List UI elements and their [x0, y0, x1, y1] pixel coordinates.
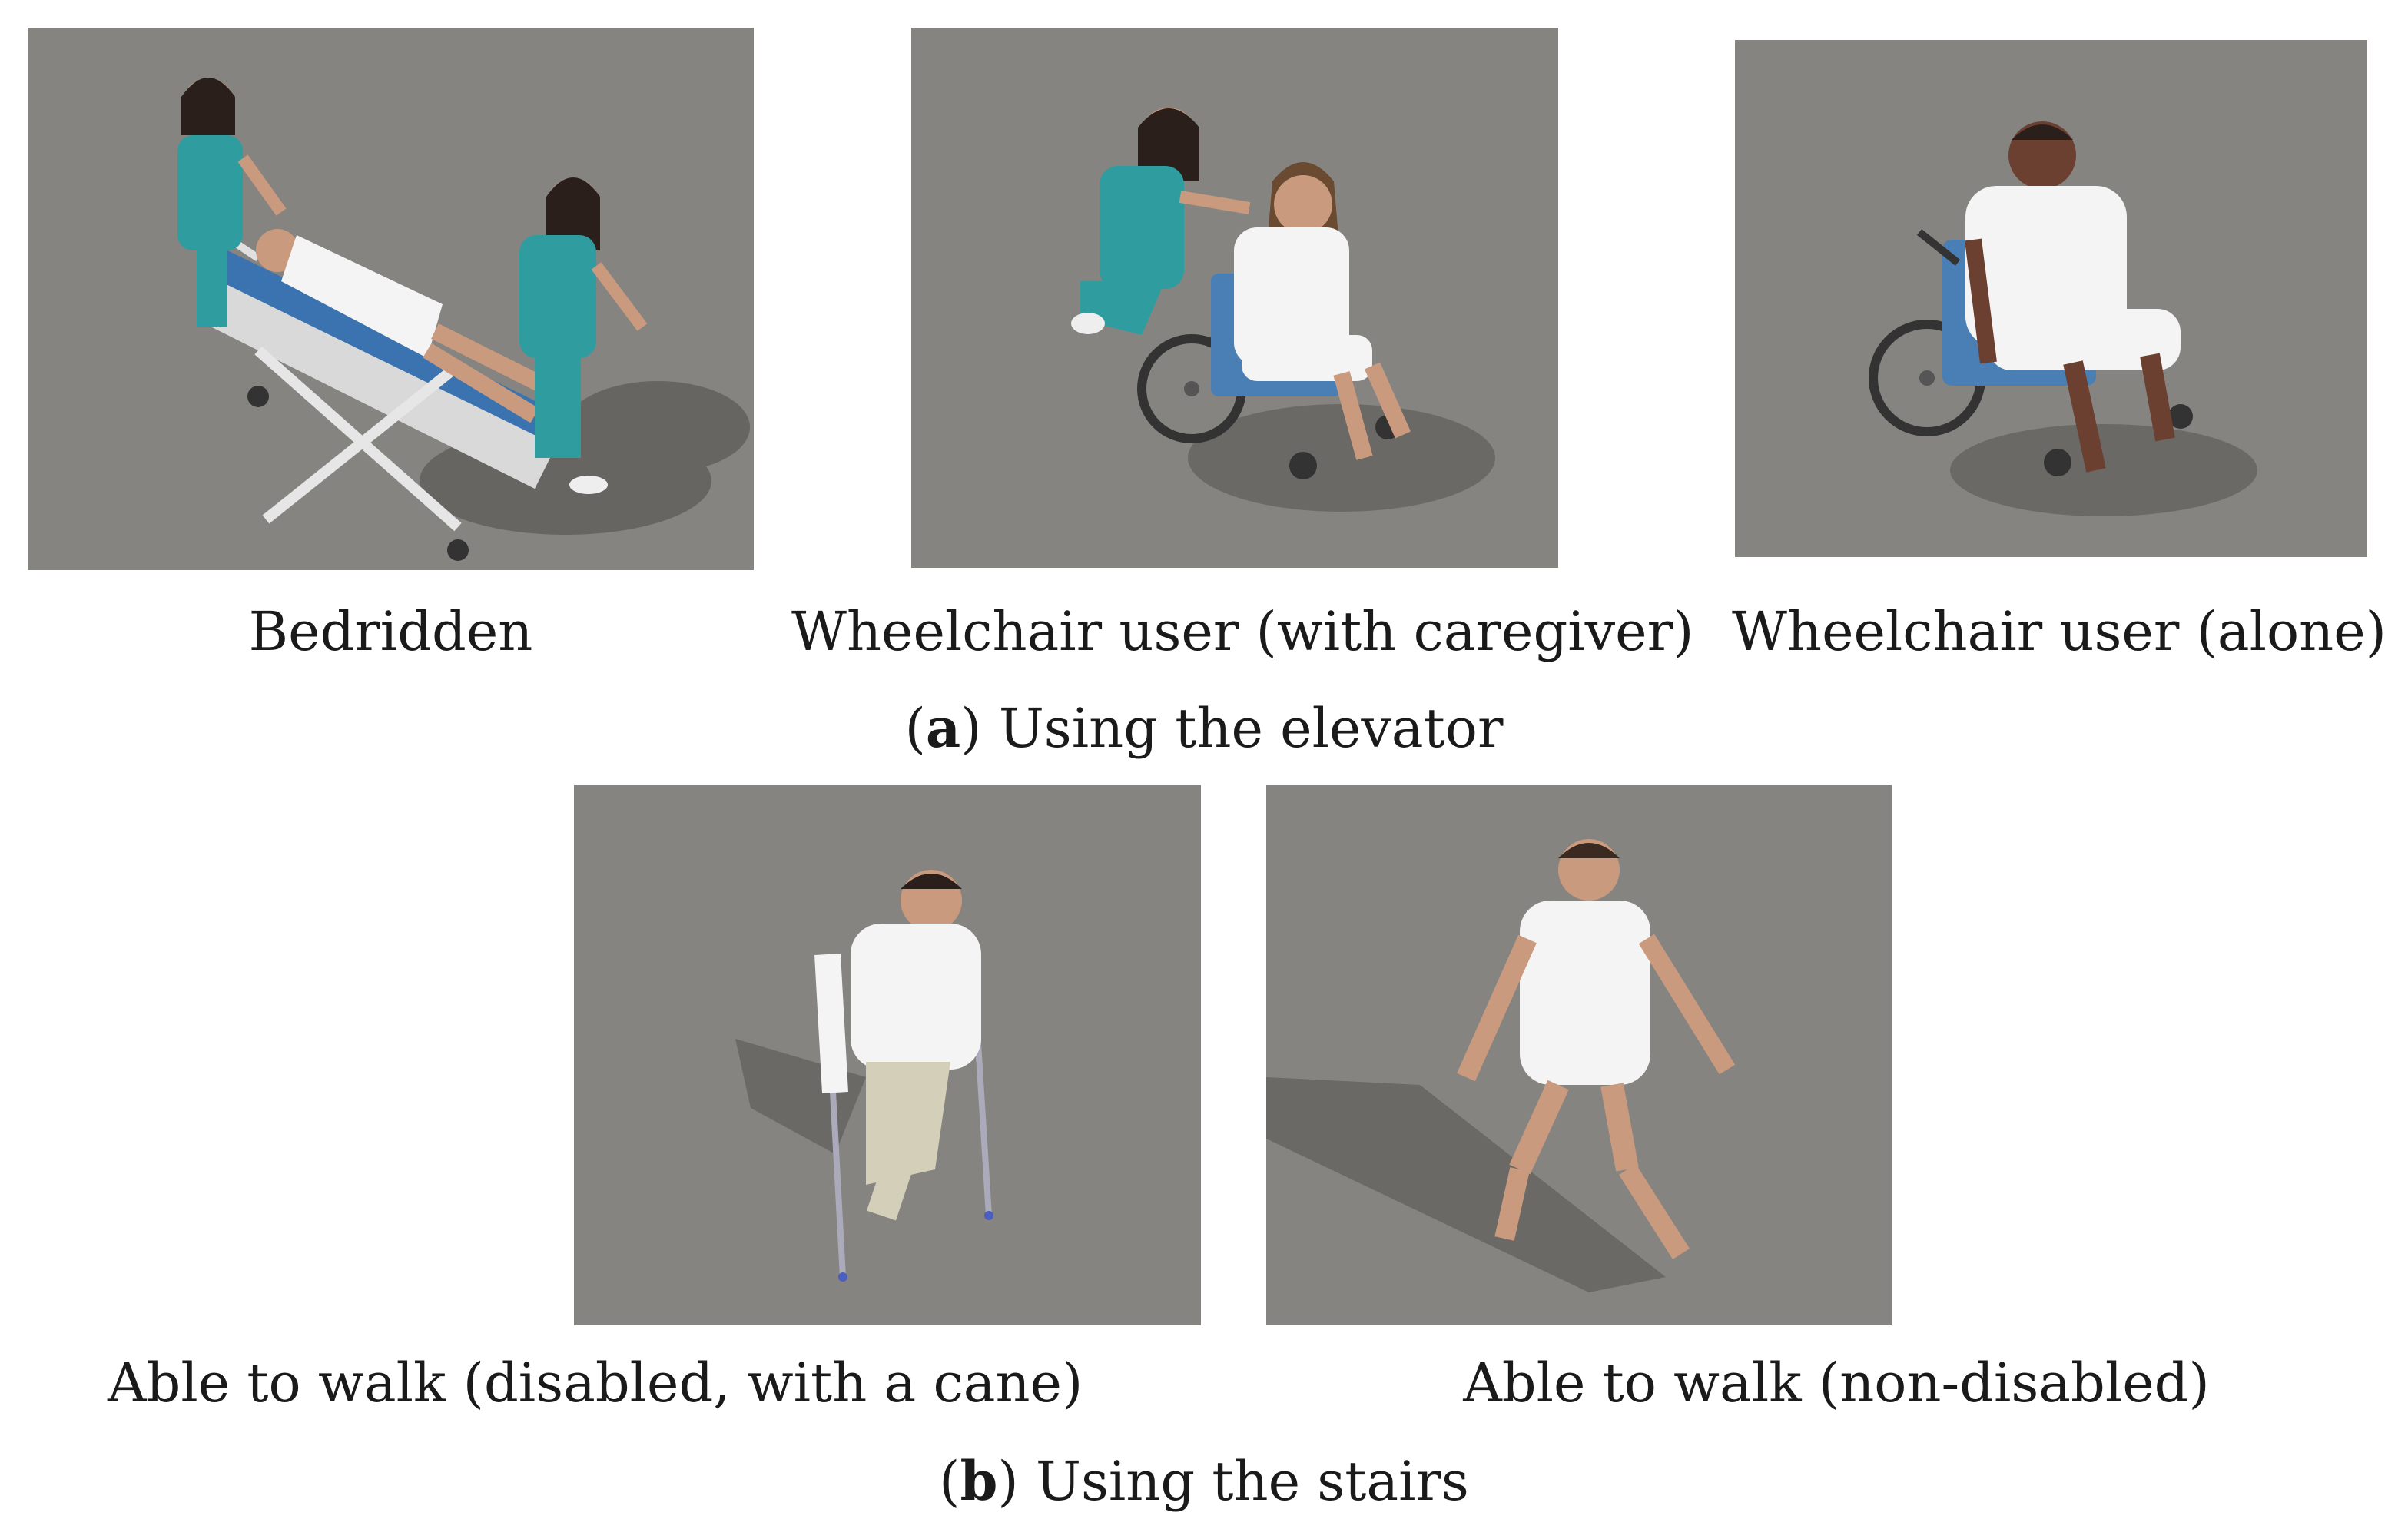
panel-caption-walk-non-disabled: Able to walk (non-disabled): [1463, 1352, 2210, 1415]
panel-walk-with-cane: [574, 785, 1201, 1325]
walking-person: [1457, 839, 1736, 1259]
group-caption-a-text: Using the elevator: [998, 697, 1504, 760]
group-caption-b-text: Using the stairs: [1035, 1450, 1469, 1513]
wheelchair-alone-illustration: [1735, 40, 2367, 557]
panel-bedridden: [28, 28, 754, 570]
non-disabled-walker-illustration: [1266, 785, 1892, 1325]
seated-patient: [1965, 121, 2181, 473]
bedridden-illustration: [28, 28, 754, 570]
panel-wheelchair-with-caregiver: [911, 28, 1558, 568]
wheelchair-caregiver-illustration: [911, 28, 1558, 568]
panel-caption-walk-with-cane: Able to walk (disabled, with a cane): [108, 1352, 1083, 1415]
group-letter-b: b: [960, 1449, 998, 1513]
panel-caption-wheelchair-alone: Wheelchair user (alone): [1732, 600, 2386, 663]
panel-walk-non-disabled: [1266, 785, 1892, 1325]
patient-lying: [256, 229, 554, 423]
panel-caption-bedridden: Bedridden: [248, 600, 533, 663]
walker-with-cane: [814, 870, 981, 1221]
group-letter-a: a: [925, 696, 961, 760]
panel-caption-wheelchair-with-caregiver: Wheelchair user (with caregiver): [791, 600, 1694, 663]
group-caption-a: (a) Using the elevator: [904, 696, 1504, 760]
cane-walker-illustration: [574, 785, 1201, 1325]
panel-wheelchair-alone: [1735, 40, 2367, 557]
nurse-walking: [519, 177, 648, 494]
seated-patient: [1234, 162, 1411, 460]
caregiver: [1071, 108, 1251, 335]
nurse-pushing: [177, 78, 287, 327]
group-caption-b: (b) Using the stairs: [939, 1449, 1469, 1513]
